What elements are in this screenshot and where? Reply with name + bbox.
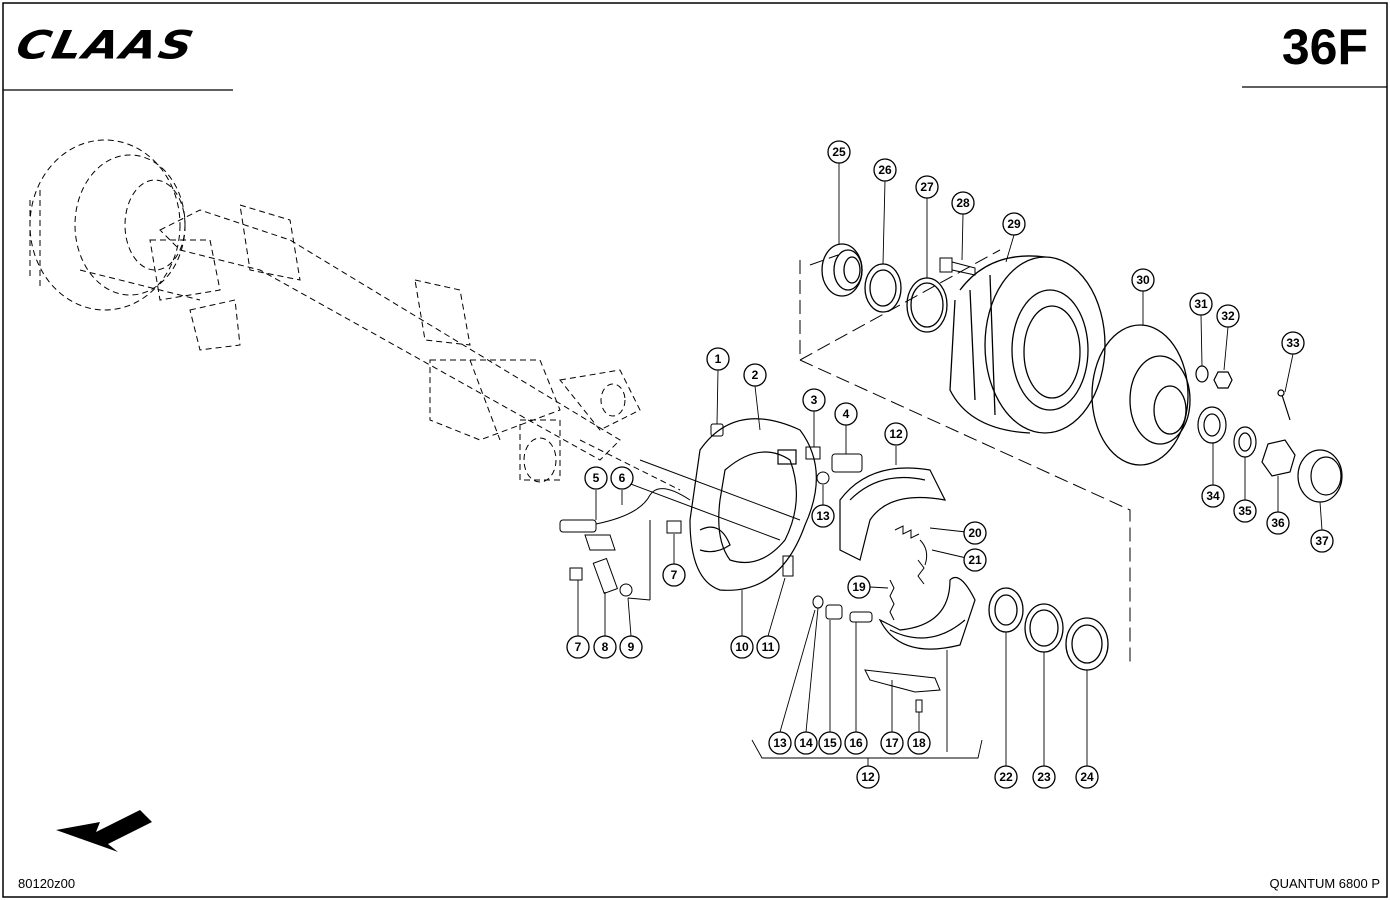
bolt-1	[710, 423, 724, 437]
callout-27: 27	[920, 180, 934, 194]
brand-logo: CLAAS	[12, 22, 200, 68]
callout-12-bottom: 12	[861, 770, 875, 784]
callout-13-bottom: 13	[773, 736, 787, 750]
callout-5: 5	[593, 471, 600, 485]
callout-37: 37	[1315, 534, 1329, 548]
callout-16: 16	[849, 736, 863, 750]
callout-2: 2	[752, 368, 759, 382]
callout-12-top: 12	[889, 427, 903, 441]
wheel-hub	[1091, 324, 1191, 466]
backing-plate	[689, 418, 817, 591]
callout-21: 21	[968, 553, 982, 567]
callout-30: 30	[1136, 273, 1150, 287]
callout-9: 9	[628, 640, 635, 654]
callout-7-upper: 7	[671, 568, 678, 582]
model-name: QUANTUM 6800 P	[1269, 876, 1380, 891]
callout-23: 23	[1037, 770, 1051, 784]
callout-leaders	[577, 162, 1323, 766]
rings-26-27	[864, 263, 948, 333]
hub-hardware	[1195, 365, 1343, 503]
brake-shoe	[839, 467, 976, 650]
axle-shaft-lines	[619, 459, 801, 541]
callout-35: 35	[1238, 504, 1252, 518]
callout-8: 8	[602, 640, 609, 654]
callouts	[566, 140, 1334, 789]
seals	[988, 587, 1109, 671]
callout-20: 20	[968, 526, 982, 540]
callout-22: 22	[999, 770, 1013, 784]
callout-6: 6	[619, 471, 626, 485]
callout-11: 11	[762, 640, 775, 654]
callout-17: 17	[885, 736, 899, 750]
direction-arrow-icon	[56, 810, 152, 852]
callout-31: 31	[1194, 297, 1208, 311]
callout-36: 36	[1271, 516, 1285, 530]
callout-28: 28	[956, 196, 970, 210]
page-code: 36F	[1281, 19, 1368, 75]
assembly-leader-lines	[799, 249, 1131, 665]
axle-dashed-outline	[29, 139, 681, 491]
bolt-28	[939, 257, 976, 276]
springs	[889, 525, 928, 621]
callout-14: 14	[799, 736, 813, 750]
callout-32: 32	[1221, 309, 1235, 323]
bearing-25	[821, 243, 863, 297]
callout-26: 26	[878, 163, 892, 177]
small-parts	[812, 595, 941, 713]
callout-10: 10	[735, 640, 749, 654]
callout-19: 19	[852, 580, 866, 594]
callout-29: 29	[1007, 217, 1021, 231]
bolts-3-4	[805, 446, 863, 485]
cable-assembly	[559, 488, 794, 601]
callout-24: 24	[1080, 770, 1094, 784]
brake-drum	[949, 255, 1106, 434]
callout-34: 34	[1206, 489, 1220, 503]
callout-1: 1	[715, 352, 722, 366]
drawing-number: 80120z00	[18, 876, 76, 891]
callout-25: 25	[832, 145, 846, 159]
callout-7-lower: 7	[575, 640, 582, 654]
callout-18: 18	[912, 736, 926, 750]
callout-13-top: 13	[816, 509, 830, 523]
callout-15: 15	[823, 736, 837, 750]
callout-3: 3	[811, 393, 818, 407]
callout-33: 33	[1286, 336, 1300, 350]
callout-labels: 25 26 27 28 29 30 31 32 33 34 35 36 37 1…	[575, 145, 1329, 784]
callout-4: 4	[843, 407, 850, 421]
